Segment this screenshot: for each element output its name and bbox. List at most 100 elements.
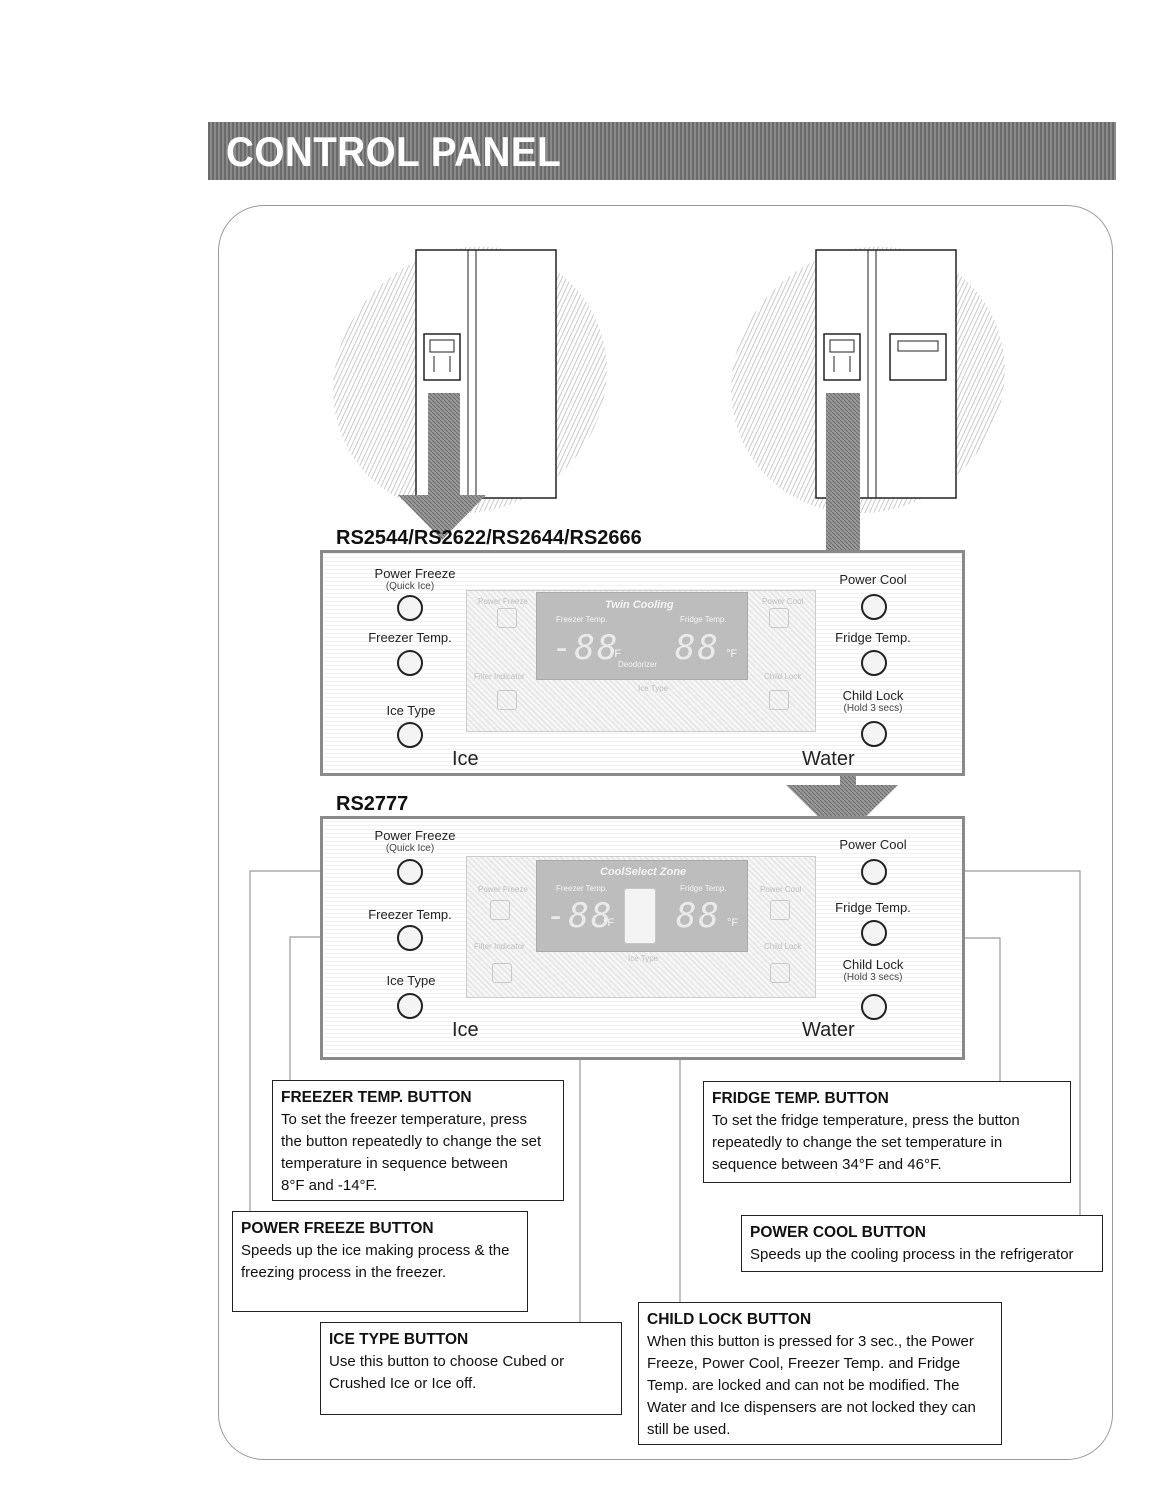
filter-indicator-icon — [492, 963, 512, 983]
lcd-unit-bottom-right: °F — [727, 917, 739, 929]
lcd-freezer-label-bottom: Freezer Temp. — [556, 884, 608, 893]
callout-fridge-temp-line: sequence between 34°F and 46°F. — [712, 1156, 942, 1173]
dispenser-water-label-top: Water — [802, 748, 855, 770]
callout-fridge-temp-line: repeatedly to change the set temperature… — [712, 1134, 1003, 1151]
callout-fridge-temp-line: To set the fridge temperature, press the… — [712, 1112, 1020, 1129]
power-cool-indicator-icon — [770, 900, 790, 920]
callout-power-freeze-line: Speeds up the ice making process & the — [241, 1242, 510, 1259]
callout-freezer-temp-line: To set the freezer temperature, press — [281, 1111, 527, 1128]
callout-ice-type-title: ICE TYPE BUTTON — [329, 1331, 469, 1348]
power-freeze-sub-bottom: (Quick Ice) — [385, 843, 435, 854]
power-cool-button-bottom[interactable] — [861, 859, 887, 885]
callout-child-lock-line: Water and Ice dispensers are not locked … — [647, 1399, 976, 1416]
callout-power-cool-line: Speeds up the cooling process in the ref… — [750, 1246, 1074, 1263]
side-label-top-1: Power Freeze — [478, 597, 528, 606]
coolselect-zone-icon — [624, 888, 656, 944]
side-label-top-2: Filter Indicator — [474, 672, 525, 681]
child-lock-indicator-icon — [770, 963, 790, 983]
callout-power-cool: POWER COOL BUTTON Speeds up the cooling … — [741, 1215, 1103, 1272]
model-label-bottom: RS2777 — [336, 793, 409, 815]
power-freeze-indicator-icon — [490, 900, 510, 920]
callout-child-lock: CHILD LOCK BUTTON When this button is pr… — [638, 1302, 1002, 1445]
side-label-top-3: Power Cool — [762, 597, 804, 606]
lcd-title-bottom: CoolSelect Zone — [600, 866, 687, 878]
callout-ice-type: ICE TYPE BUTTON Use this button to choos… — [320, 1322, 622, 1415]
fridge-temp-label-bottom: Fridge Temp. — [835, 900, 911, 915]
dispenser-ice-label-top: Ice — [452, 748, 479, 770]
lcd-fridge-digits-bottom: 88 — [676, 896, 721, 936]
child-lock-label-top: Child Lock — [842, 688, 904, 703]
power-freeze-label-top: Power Freeze — [374, 566, 456, 581]
lcd-freezer-digits-bottom: -88 — [546, 896, 614, 936]
callout-fridge-temp-title: FRIDGE TEMP. BUTTON — [712, 1090, 889, 1107]
lcd-title-top: Twin Cooling — [605, 599, 674, 611]
callout-fridge-temp: FRIDGE TEMP. BUTTON To set the fridge te… — [703, 1081, 1071, 1183]
side-label-top-4: Child Lock — [764, 672, 802, 681]
freezer-temp-button-bottom[interactable] — [397, 925, 423, 951]
callout-freezer-temp-line: 8°F and -14°F. — [281, 1177, 378, 1194]
lcd-freezer-label-top: Freezer Temp. — [556, 615, 608, 624]
side-label-bottom-1: Power Freeze — [478, 885, 528, 894]
freezer-temp-label-top: Freezer Temp. — [368, 630, 452, 645]
lcd-fridge-label-top: Fridge Temp. — [680, 615, 727, 624]
lcd-fridge-label-bottom: Fridge Temp. — [680, 884, 727, 893]
lcd-top — [536, 592, 748, 680]
callout-power-freeze-title: POWER FREEZE BUTTON — [241, 1220, 434, 1237]
freezer-temp-label-bottom: Freezer Temp. — [368, 907, 452, 922]
page-title: CONTROL PANEL — [226, 128, 562, 175]
ice-type-button-bottom[interactable] — [397, 993, 423, 1019]
power-cool-label-bottom: Power Cool — [839, 837, 907, 852]
lcd-deodorizer-top: Deodorizer — [618, 660, 658, 669]
lcd-unit-top-right: °F — [726, 648, 738, 660]
child-lock-button-bottom[interactable] — [861, 994, 887, 1020]
callout-freezer-temp-title: FREEZER TEMP. BUTTON — [281, 1089, 472, 1106]
child-lock-sub-bottom: (Hold 3 secs) — [843, 972, 903, 983]
power-cool-button-top[interactable] — [861, 594, 887, 620]
fridge-left-illustration — [333, 246, 607, 540]
callout-child-lock-line: When this button is pressed for 3 sec., … — [647, 1333, 974, 1350]
power-freeze-button-bottom[interactable] — [397, 859, 423, 885]
child-lock-sub-top: (Hold 3 secs) — [843, 703, 903, 714]
callout-child-lock-title: CHILD LOCK BUTTON — [647, 1311, 812, 1328]
child-lock-indicator-icon — [769, 690, 789, 710]
dispenser-ice-label-bottom: Ice — [452, 1019, 479, 1041]
callout-power-freeze: POWER FREEZE BUTTON Speeds up the ice ma… — [232, 1211, 528, 1312]
lcd-unit-bottom-left: °F — [603, 917, 615, 929]
callout-freezer-temp-line: the button repeatedly to change the set — [281, 1133, 542, 1150]
power-cool-indicator-icon — [769, 608, 789, 628]
freezer-temp-button-top[interactable] — [397, 650, 423, 676]
header-bar — [208, 122, 1116, 180]
fridge-right-illustration — [731, 246, 1005, 840]
callout-power-freeze-line: freezing process in the freezer. — [241, 1264, 447, 1281]
child-lock-label-bottom: Child Lock — [842, 957, 904, 972]
fridge-temp-button-bottom[interactable] — [861, 920, 887, 946]
lcd-unit-top-left: °F — [610, 648, 622, 660]
power-freeze-label-bottom: Power Freeze — [374, 828, 456, 843]
ice-type-label-bottom: Ice Type — [386, 973, 436, 988]
callout-child-lock-line: still be used. — [647, 1421, 731, 1438]
power-cool-label-top: Power Cool — [839, 572, 907, 587]
power-freeze-sub-top: (Quick Ice) — [385, 581, 435, 592]
lcd-freezer-digits-top: -88 — [552, 628, 620, 668]
side-label-bottom-3: Power Cool — [760, 885, 802, 894]
ice-type-button-top[interactable] — [397, 722, 423, 748]
callout-child-lock-line: Freeze, Power Cool, Freezer Temp. and Fr… — [647, 1355, 961, 1372]
callout-child-lock-line: Temp. are locked and can not be modified… — [647, 1377, 960, 1394]
power-freeze-button-top[interactable] — [397, 595, 423, 621]
callout-freezer-temp-line: temperature in sequence between — [281, 1155, 508, 1172]
callout-ice-type-line: Use this button to choose Cubed or — [329, 1353, 565, 1370]
content-frame — [218, 205, 1113, 1460]
lcd-icetype-top: Ice Type — [638, 684, 669, 693]
dispenser-water-label-bottom: Water — [802, 1019, 855, 1041]
lcd-icetype-bottom: Ice Type — [628, 954, 659, 963]
fridge-temp-label-top: Fridge Temp. — [835, 630, 911, 645]
side-label-bottom-4: Child Lock — [764, 942, 802, 951]
fridge-temp-button-top[interactable] — [861, 650, 887, 676]
callout-power-cool-title: POWER COOL BUTTON — [750, 1224, 926, 1241]
power-freeze-indicator-icon — [497, 608, 517, 628]
filter-indicator-icon — [497, 690, 517, 710]
ice-type-label-top: Ice Type — [386, 703, 436, 718]
child-lock-button-top[interactable] — [861, 721, 887, 747]
callout-ice-type-line: Crushed Ice or Ice off. — [329, 1375, 477, 1392]
